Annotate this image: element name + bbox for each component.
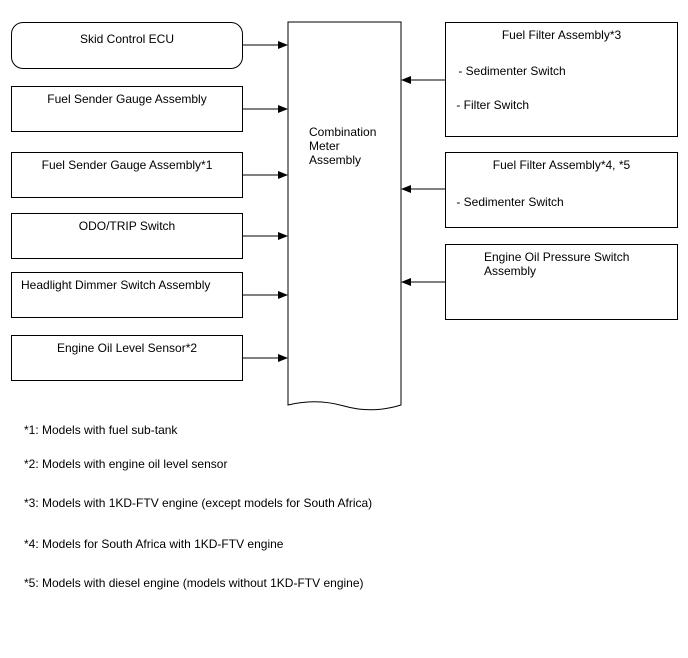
box-headlight-dimmer: Headlight Dimmer Switch Assembly	[11, 272, 243, 318]
box-item-filter: - Filter Switch	[453, 98, 530, 112]
footnote-2: *2: Models with engine oil level sensor	[24, 457, 228, 471]
box-label: Skid Control ECU	[79, 32, 175, 46]
box-engine-oil-level: Engine Oil Level Sensor*2	[11, 335, 243, 381]
box-skid-control-ecu: Skid Control ECU	[11, 22, 243, 69]
center-label-line3: Assembly	[309, 153, 362, 167]
center-label-line1: Combination	[309, 125, 377, 139]
box-fuel-sender-gauge: Fuel Sender Gauge Assembly	[11, 86, 243, 132]
box-engine-oil-pressure: Engine Oil Pressure Switch Assembly	[445, 244, 678, 320]
box-title-line1: Engine Oil Pressure Switch	[484, 250, 630, 264]
box-fuel-sender-gauge-1: Fuel Sender Gauge Assembly*1	[11, 152, 243, 198]
center-label-line2: Meter	[309, 139, 340, 153]
footnote-5: *5: Models with diesel engine (models wi…	[24, 576, 364, 590]
box-fuel-filter-45: Fuel Filter Assembly*4, *5 - Sedimenter …	[445, 152, 678, 228]
box-title-line2: Assembly	[484, 264, 537, 278]
combination-meter-shape	[287, 21, 402, 411]
box-label: Fuel Sender Gauge Assembly	[47, 92, 207, 106]
center-label: Combination Meter Assembly	[309, 125, 376, 167]
box-label: ODO/TRIP Switch	[78, 219, 176, 233]
footnote-4: *4: Models for South Africa with 1KD-FTV…	[24, 537, 284, 551]
box-item-sedimenter: - Sedimenter Switch	[455, 64, 566, 78]
box-odo-trip-switch: ODO/TRIP Switch	[11, 213, 243, 259]
box-label: Headlight Dimmer Switch Assembly	[21, 278, 211, 292]
footnote-1: *1: Models with fuel sub-tank	[24, 423, 178, 437]
box-title: Fuel Filter Assembly*4, *5	[492, 158, 631, 172]
box-title: Fuel Filter Assembly*3	[501, 28, 622, 42]
box-item-sedimenter: - Sedimenter Switch	[453, 195, 564, 209]
box-label: Engine Oil Level Sensor*2	[56, 341, 198, 355]
box-fuel-filter-3: Fuel Filter Assembly*3 - Sedimenter Swit…	[445, 22, 678, 137]
box-label: Fuel Sender Gauge Assembly*1	[41, 158, 213, 172]
footnote-3: *3: Models with 1KD-FTV engine (except m…	[24, 496, 373, 510]
